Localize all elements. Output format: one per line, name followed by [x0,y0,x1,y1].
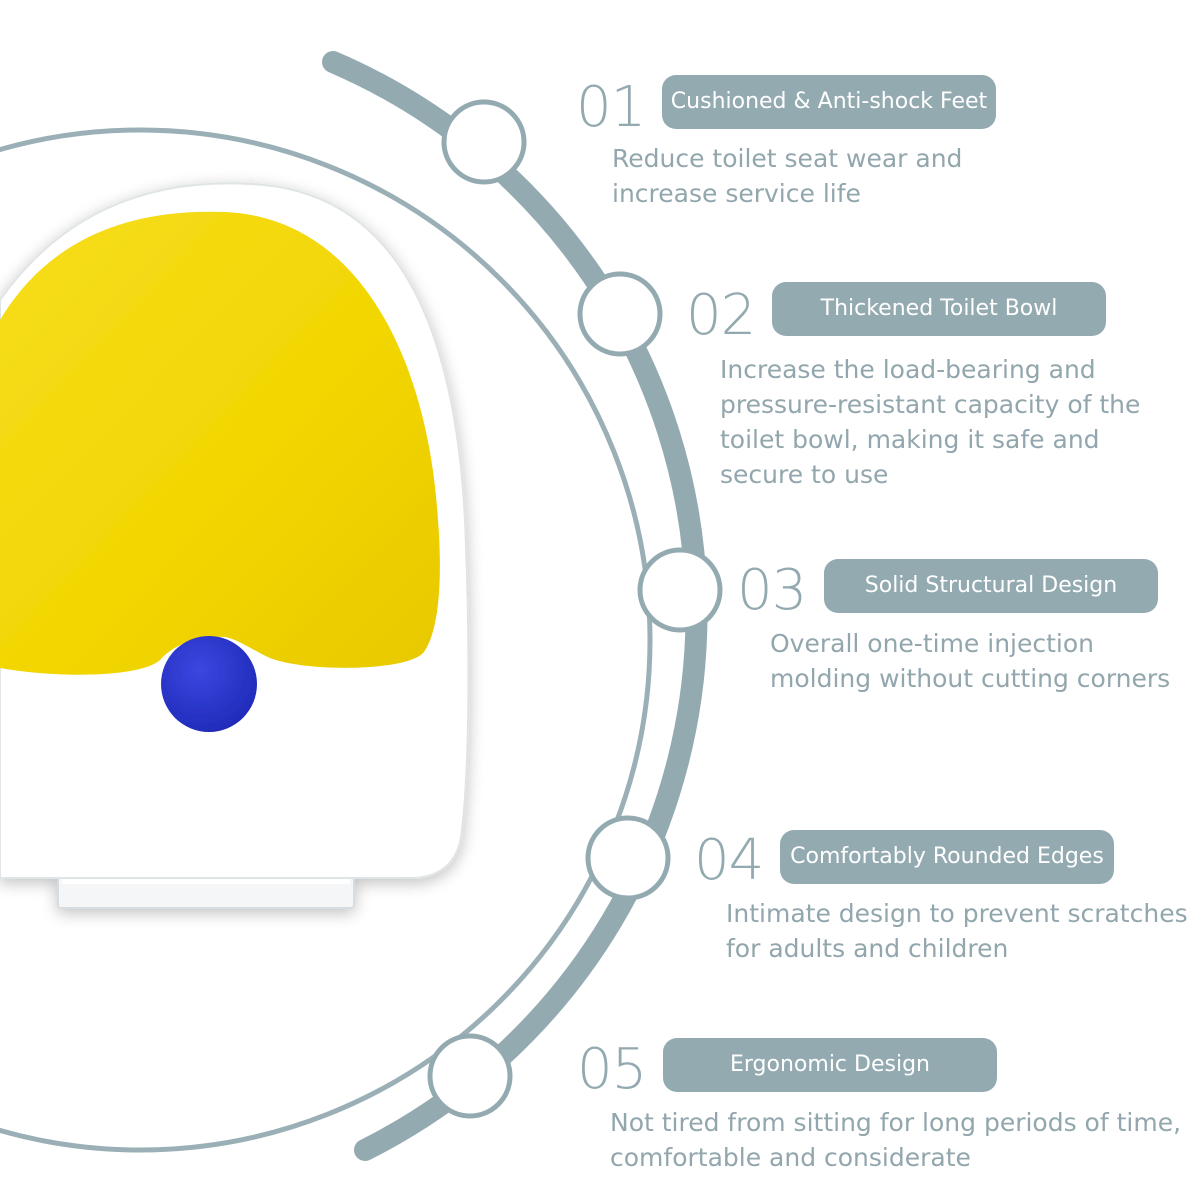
feature-2-title: Thickened Toilet Bowl [772,282,1106,336]
timeline-nodes [427,99,723,1119]
timeline-node-1 [441,99,527,185]
feature-4-title: Comfortably Rounded Edges [780,830,1114,884]
feature-3-number: 03 [737,558,807,623]
feature-1-title: Cushioned & Anti-shock Feet [662,75,996,129]
feature-5-number: 05 [577,1037,647,1102]
feature-3-title: Solid Structural Design [824,559,1158,613]
feature-4-description: Intimate design to prevent scratches for… [726,899,1188,963]
feature-3-description: Overall one-time injection molding witho… [770,629,1171,693]
feature-4-number: 04 [694,828,764,893]
timeline-node-4 [585,815,671,901]
feature-2-description: Increase the load-bearing and pressure-r… [720,355,1141,489]
seat-release-button [161,636,257,732]
seat-lid [0,211,440,675]
timeline-node-3 [637,547,723,633]
feature-2-number: 02 [686,283,756,348]
timeline-node-5 [427,1033,513,1119]
toilet-seat-image [0,182,470,909]
timeline-node-2 [577,271,663,357]
feature-5-title: Ergonomic Design [663,1038,997,1092]
feature-1-description: Reduce toilet seat wear and increase ser… [612,144,963,208]
feature-1-number: 01 [576,75,646,140]
outer-ring [0,127,653,1153]
feature-5-description: Not tired from sitting for long periods … [610,1108,1182,1172]
